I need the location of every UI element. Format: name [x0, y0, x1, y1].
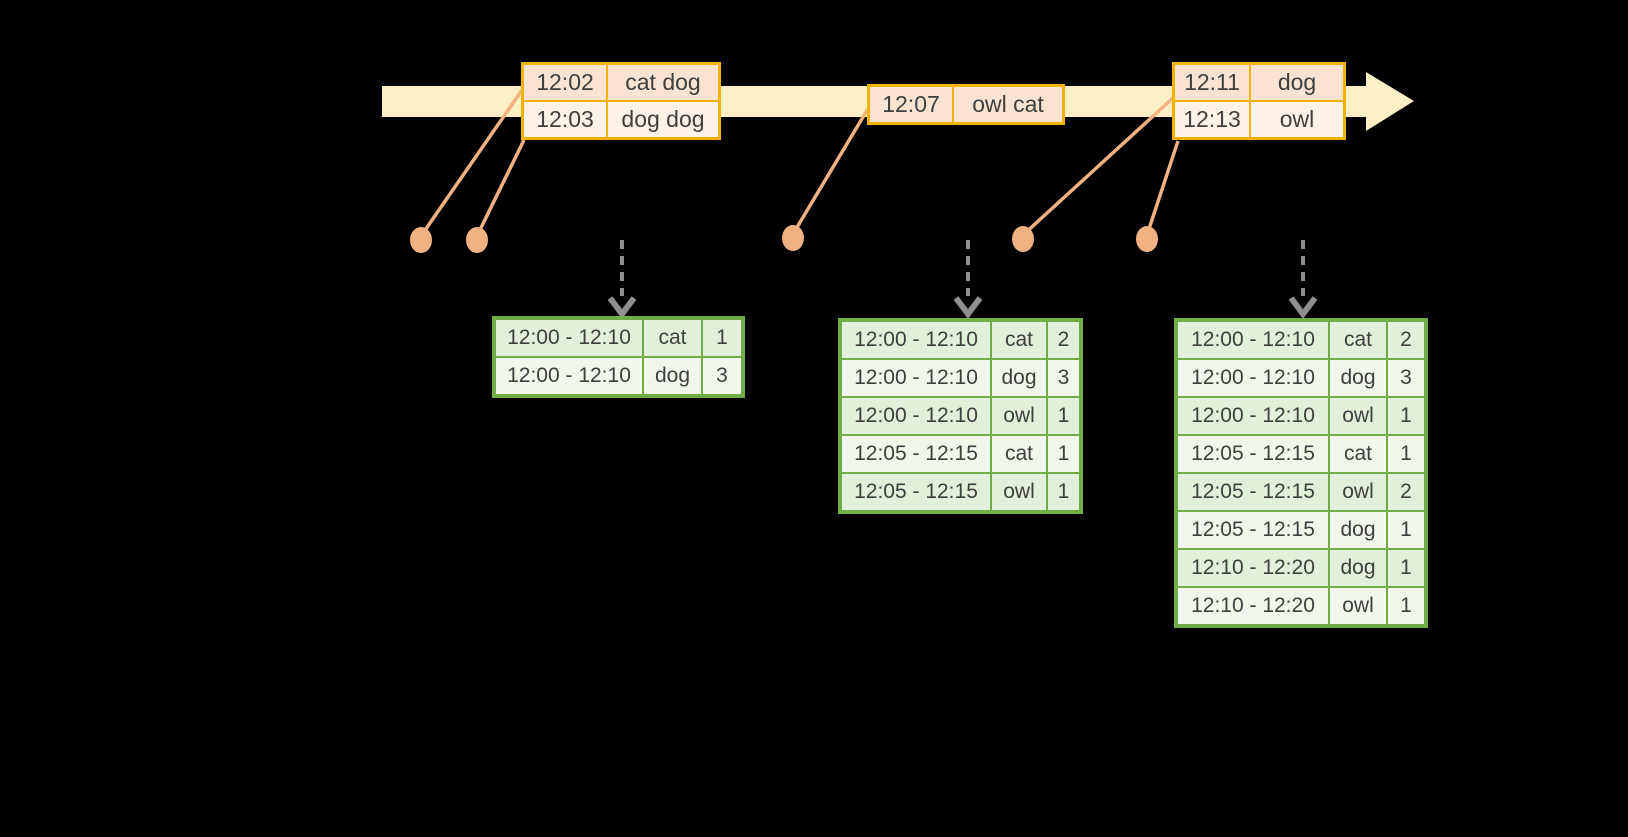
table-cell: 12:00 - 12:10 [1178, 360, 1328, 396]
table-cell: dog [1330, 550, 1386, 586]
table-cell: cat dog [608, 65, 718, 100]
connector-line [475, 139, 526, 237]
table-cell: cat [1330, 322, 1386, 358]
table-cell: 12:11 [1175, 65, 1249, 100]
table-cell: 1 [1048, 398, 1079, 434]
event-dot-icon [1136, 226, 1158, 252]
table-cell: dog [1330, 360, 1386, 396]
table-cell: 12:00 - 12:10 [842, 360, 990, 396]
table-cell: 2 [1388, 474, 1424, 510]
table-cell: 12:05 - 12:15 [842, 474, 990, 510]
table-cell: 1 [703, 320, 741, 356]
table-cell: 1 [1048, 474, 1079, 510]
table-cell: cat [992, 322, 1046, 358]
table-cell: 1 [1388, 436, 1424, 472]
connector-line [791, 106, 871, 235]
table-cell: 12:05 - 12:15 [1178, 436, 1328, 472]
event-dot-icon [1012, 226, 1034, 252]
table-cell: dog dog [608, 102, 718, 137]
table-cell: 12:00 - 12:10 [1178, 322, 1328, 358]
table-cell: 12:02 [524, 65, 606, 100]
table-cell: 12:03 [524, 102, 606, 137]
event-dot-icon [410, 227, 432, 253]
table-cell: 2 [1048, 322, 1079, 358]
table-cell: owl [1330, 588, 1386, 624]
table-cell: dog [992, 360, 1046, 396]
table-cell: 1 [1388, 588, 1424, 624]
table-cell: owl [1330, 474, 1386, 510]
event-dot-icon [466, 227, 488, 253]
table-cell: 12:13 [1175, 102, 1249, 137]
table-cell: 12:05 - 12:15 [1178, 512, 1328, 548]
table-cell: 12:00 - 12:10 [496, 358, 642, 394]
table-cell: 1 [1388, 550, 1424, 586]
table-cell: 12:10 - 12:20 [1178, 588, 1328, 624]
table-cell: dog [1251, 65, 1343, 100]
table-cell: 12:05 - 12:15 [1178, 474, 1328, 510]
trigger-arrowhead-icon [607, 296, 637, 319]
table-cell: cat [1330, 436, 1386, 472]
timeline-arrow-icon [1366, 72, 1414, 131]
connector-line [1021, 95, 1176, 237]
table-cell: 3 [1388, 360, 1424, 396]
table-cell: 12:10 - 12:20 [1178, 550, 1328, 586]
trigger-arrowhead-icon [953, 296, 983, 319]
table-cell: cat [644, 320, 701, 356]
table-cell: owl [992, 474, 1046, 510]
connector-lines [419, 89, 1180, 237]
table-cell: cat [992, 436, 1046, 472]
trigger-arrowhead-icon [1288, 296, 1318, 319]
table-cell: 1 [1388, 398, 1424, 434]
trigger-arrows [607, 240, 1318, 319]
table-cell: 3 [703, 358, 741, 394]
table-cell: 1 [1388, 512, 1424, 548]
table-cell: 3 [1048, 360, 1079, 396]
table-cell: owl [1251, 102, 1343, 137]
table-cell: dog [644, 358, 701, 394]
event-dots [410, 225, 1158, 253]
table-cell: owl [1330, 398, 1386, 434]
connector-line [419, 89, 524, 237]
table-cell: owl [992, 398, 1046, 434]
table-cell: 12:00 - 12:10 [496, 320, 642, 356]
table-cell: dog [1330, 512, 1386, 548]
table-cell: 12:00 - 12:10 [842, 322, 990, 358]
table-cell: 1 [1048, 436, 1079, 472]
table-cell: owl cat [954, 87, 1062, 122]
table-cell: 12:00 - 12:10 [1178, 398, 1328, 434]
table-cell: 2 [1388, 322, 1424, 358]
connector-line [1145, 140, 1180, 236]
event-dot-icon [782, 225, 804, 251]
table-cell: 12:00 - 12:10 [842, 398, 990, 434]
table-cell: 12:05 - 12:15 [842, 436, 990, 472]
table-cell: 12:07 [870, 87, 952, 122]
